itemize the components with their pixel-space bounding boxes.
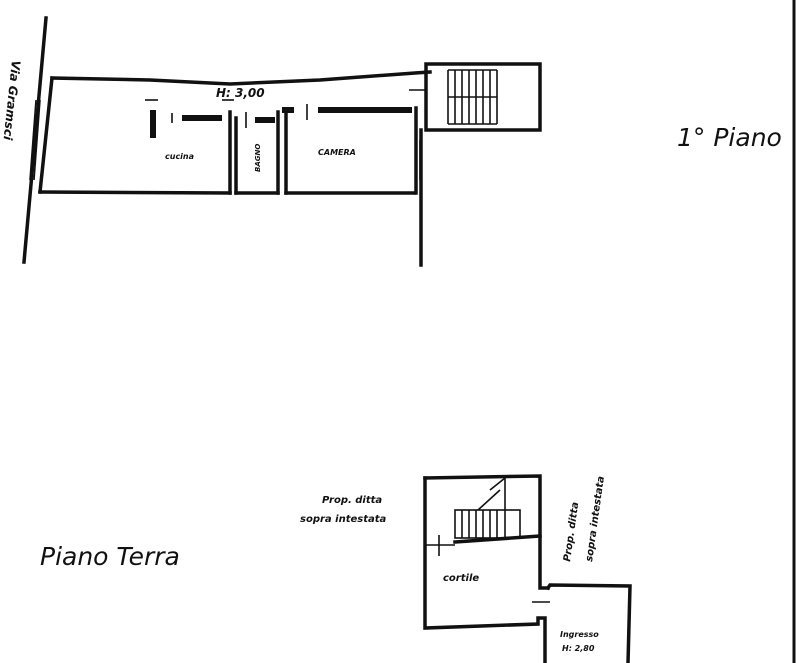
first-floor-plan	[29, 62, 542, 267]
ground-floor-plan	[423, 474, 632, 663]
first-floor-height-label: H: 3,00	[216, 86, 265, 100]
room-label-camera: CAMERA	[318, 148, 356, 157]
neighbor-right-line1: Prop. ditta	[562, 501, 581, 562]
room-label-cucina: cucina	[165, 152, 194, 161]
room-label-ingresso: Ingresso	[560, 630, 599, 639]
neighbor-left-line2: sopra intestata	[300, 514, 387, 525]
street-label: Via Gramsci	[1, 60, 23, 142]
ground-floor-title: Piano Terra	[40, 542, 180, 571]
street-line	[22, 16, 48, 264]
neighbor-left-line1: Prop. ditta	[322, 495, 382, 506]
neighbor-right-line2: sopra intestata	[584, 475, 607, 562]
room-label-cortile: cortile	[443, 573, 479, 584]
ground-floor-height-label: H: 2,80	[562, 644, 595, 653]
room-label-bagno: BAGNO	[254, 144, 262, 172]
first-floor-title: 1° Piano	[677, 123, 782, 152]
